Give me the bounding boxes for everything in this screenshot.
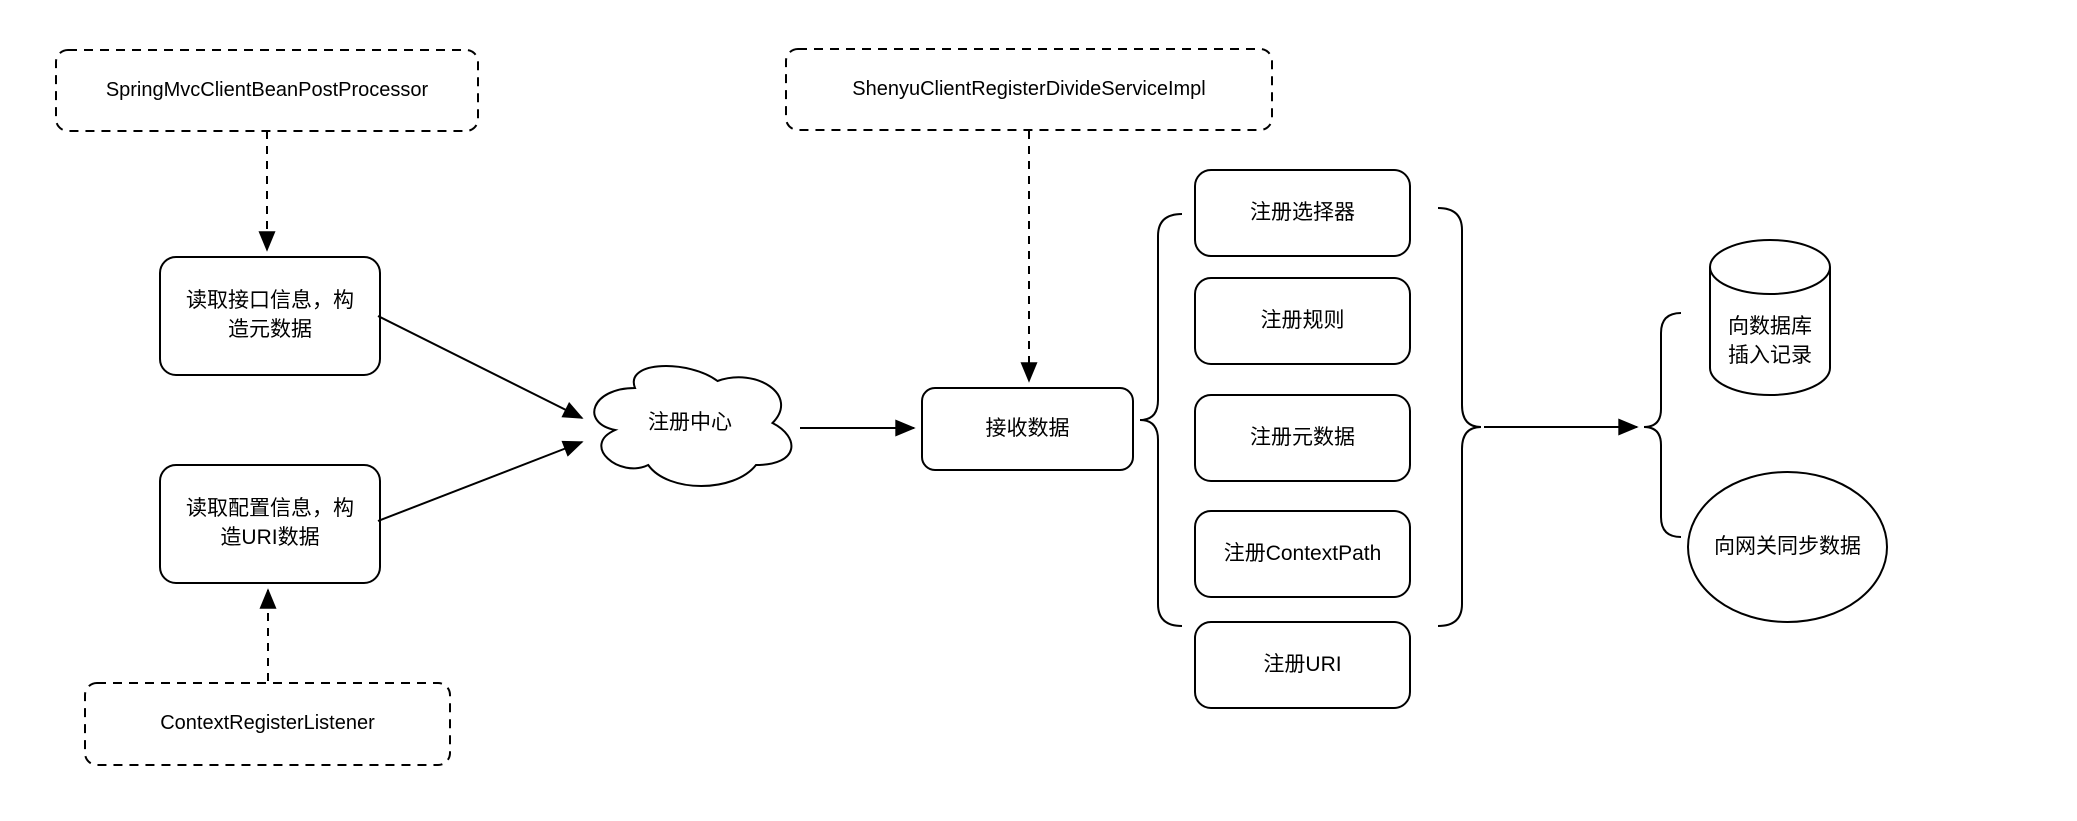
register-center-label: 注册中心 (648, 410, 732, 434)
receive-data-box (921, 387, 1134, 471)
shenyu-register-service-label: ShenyuClientRegisterDivideServiceImpl (852, 77, 1206, 100)
read-config-info-label: 读取配置信息，构 造URI数据 (186, 497, 354, 549)
read-config-info-box (159, 464, 381, 584)
register-metadata-label: 注册元数据 (1250, 425, 1355, 449)
arrow-read-config-to-cloud (377, 440, 584, 522)
shenyu-register-service-box (785, 48, 1273, 131)
register-steps-right-brace (1437, 207, 1482, 627)
read-interface-info-label: 读取接口信息，构 造元数据 (186, 289, 354, 341)
register-uri-box (1194, 621, 1411, 709)
register-selector-box (1194, 169, 1411, 257)
database-cylinder-top (1709, 239, 1831, 295)
register-rule-box (1194, 277, 1411, 365)
register-center-cloud-shape (593, 365, 793, 487)
register-uri-label: 注册URI (1263, 652, 1342, 676)
context-register-listener-box (84, 682, 451, 766)
register-steps-left-brace (1139, 213, 1183, 627)
spring-mvc-processor-label: SpringMvcClientBeanPostProcessor (105, 78, 429, 101)
register-context-path-label: 注册ContextPath (1223, 541, 1382, 565)
sync-gateway-ellipse (1687, 471, 1888, 623)
arrow-read-interface-to-cloud (377, 315, 584, 419)
insert-database-record-label: 向数据库 插入记录 (1728, 315, 1812, 367)
database-cylinder-body (1709, 267, 1831, 396)
receive-data-label: 接收数据 (985, 416, 1070, 440)
register-rule-label: 注册规则 (1260, 308, 1345, 332)
sync-gateway-data-label: 向网关同步数据 (1714, 534, 1861, 558)
register-selector-label: 注册选择器 (1250, 200, 1355, 224)
context-register-listener-label: ContextRegisterListener (160, 712, 375, 735)
results-group-brace (1643, 312, 1682, 538)
register-metadata-box (1194, 394, 1411, 482)
register-context-path-box (1194, 510, 1411, 598)
